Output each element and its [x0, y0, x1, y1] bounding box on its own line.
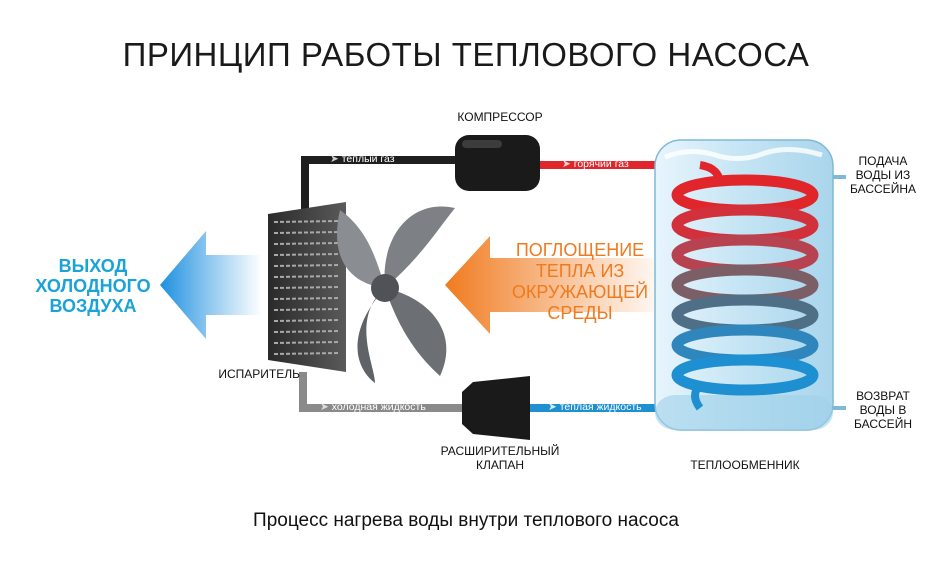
pool-return-label: ВОЗВРАТ ВОДЫ В БАССЕЙН [854, 389, 912, 431]
expansion-valve [462, 376, 530, 440]
evaporator-fin [273, 286, 341, 289]
warm-gas-pipe [301, 156, 462, 214]
warm-liquid-label: ➤ теплая жидкость [548, 401, 642, 413]
evaporator-fin [273, 330, 341, 333]
cold-liquid-pipe [299, 372, 468, 412]
cold-air-output-arrow [160, 231, 262, 339]
evaporator-fin [273, 275, 341, 278]
cold-liquid-label: ➤ холодная жидкость [320, 401, 426, 413]
warm-gas-label: ➤ теплый газ [330, 153, 395, 165]
evaporator-label: ИСПАРИТЕЛЬ [218, 367, 300, 381]
evaporator-fin [273, 341, 341, 344]
heat-absorption-arrow [445, 236, 670, 334]
heat-exchanger-label: ТЕПЛООБМЕННИК [690, 458, 800, 472]
compressor-label: КОМПРЕССОР [457, 110, 543, 124]
evaporator-fin [273, 242, 341, 245]
fan [337, 206, 455, 383]
page-title: ПРИНЦИП РАБОТЫ ТЕПЛОВОГО НАСОСА [122, 36, 810, 73]
cold-air-output-label: ВЫХОД ХОЛОДНОГО ВОЗДУХА [35, 256, 151, 316]
evaporator-fin [273, 231, 341, 234]
expansion-valve-label: РАСШИРИТЕЛЬНЫЙ КЛАПАН [440, 444, 560, 472]
evaporator-fin [273, 297, 341, 300]
evaporator-fin [273, 220, 341, 223]
evaporator [268, 202, 346, 372]
evaporator-fin [273, 253, 341, 256]
caption: Процесс нагрева воды внутри теплового на… [253, 510, 679, 531]
hot-gas-label: ➤ горячий газ [562, 158, 629, 170]
evaporator-fin [273, 352, 341, 355]
heat-absorption-label: ПОГЛОЩЕНИЕ ТЕПЛА ИЗ ОКРУЖАЮЩЕЙ СРЕДЫ [511, 240, 649, 323]
pool-supply-label: ПОДАЧА ВОДЫ ИЗ БАССЕЙНА [850, 154, 916, 196]
evaporator-fin [273, 319, 341, 322]
compressor [455, 135, 540, 191]
heat-exchanger-coil [671, 161, 819, 411]
evaporator-fin [273, 264, 341, 267]
evaporator-fin [273, 308, 341, 311]
